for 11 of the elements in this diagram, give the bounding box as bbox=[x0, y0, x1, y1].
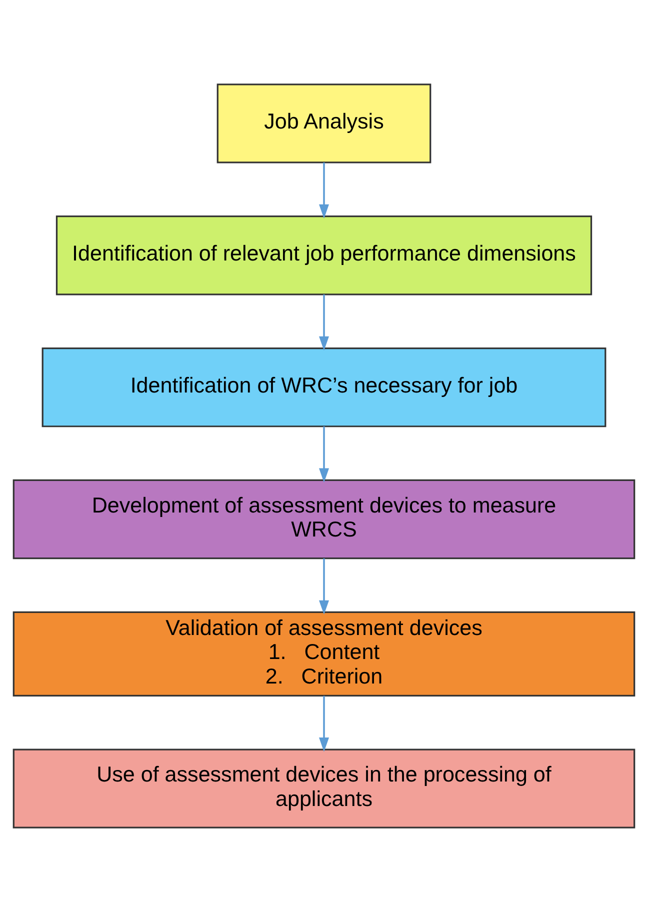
node-box: Job Analysis bbox=[216, 83, 432, 163]
node-box: Use of assessment devices in the processing of applicants bbox=[12, 748, 636, 828]
arrow bbox=[319, 558, 329, 614]
arrow bbox=[319, 695, 329, 752]
node-box: Identification of relevant job performance dimensions bbox=[56, 215, 592, 295]
arrow bbox=[319, 294, 329, 350]
arrow bbox=[319, 426, 329, 482]
node-box: Development of assessment devices to measure WRCS bbox=[12, 478, 636, 559]
node-box: Validation of assessment devices 1. Content 2. Criterion bbox=[12, 610, 636, 696]
node-box: Identification of WRC’s necessary for job bbox=[42, 346, 606, 427]
arrow bbox=[319, 162, 329, 218]
